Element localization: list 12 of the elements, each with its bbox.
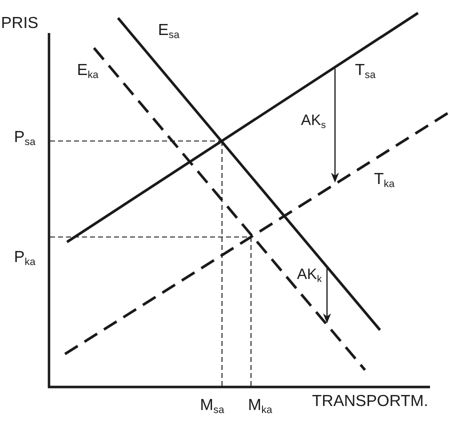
price-label: P$_{sa}$: [14, 128, 36, 148]
quantity-label: M$_{ka}$: [248, 396, 272, 416]
measure-label: AK$_{k}$: [297, 266, 322, 284]
curve-label: E$_{sa}$: [158, 21, 180, 40]
axis-label: PRIS: [1, 14, 38, 34]
curve-label: T$_{ka}$: [374, 170, 395, 190]
curve-label: T$_{sa}$: [355, 61, 376, 80]
price-label: P$_{ka}$: [14, 248, 36, 268]
measure-label: AK$_{s}$: [301, 112, 326, 130]
curve-label: E$_{ka}$: [77, 61, 98, 80]
axis-label: TRANSPORTM.: [312, 392, 428, 412]
quantity-label: M$_{sa}$: [200, 396, 224, 416]
